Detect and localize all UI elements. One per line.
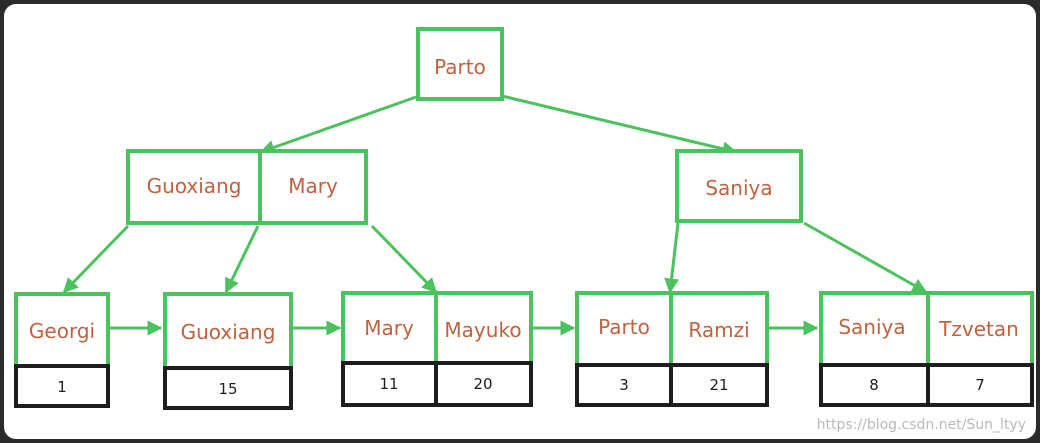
internal-node-right: Saniya — [675, 149, 803, 223]
edge-guoxiang-to-georgi-leaf — [62, 224, 130, 294]
leaf-3-key-2: Mayuko — [444, 318, 521, 342]
leaf-5-value-cell-2 — [926, 363, 1034, 407]
leaf-3-key-cell-2 — [434, 291, 533, 365]
edge-root-to-internal-left — [259, 95, 417, 155]
edge-guoxiang-to-guoxiang-leaf — [224, 225, 260, 294]
leaf-3-value-2: 20 — [473, 375, 492, 393]
internal-left-key-cell-1 — [126, 149, 262, 225]
tree-edges — [62, 94, 928, 336]
leaf-2-key: Guoxiang — [181, 320, 276, 344]
internal-left-key-cell-2 — [258, 149, 368, 225]
leaf-1-key: Georgi — [29, 319, 95, 343]
leaf-2-value-cell — [163, 366, 293, 410]
edge-saniya-to-saniya-leaf — [803, 221, 928, 294]
internal-right-key: Saniya — [705, 176, 772, 200]
leaf-4-key-1: Parto — [598, 315, 650, 339]
diagram-canvas: Parto Guoxiang Mary Saniya Georgi 1 Guox… — [4, 4, 1036, 439]
leaf-5-value-cell-1 — [819, 363, 930, 407]
internal-left-key-2: Mary — [288, 174, 338, 198]
internal-left-key-1: Guoxiang — [147, 174, 242, 198]
leaf-5-key-2: Tzvetan — [938, 317, 1019, 341]
leaf-5-key-cell-1 — [819, 291, 930, 367]
edge-saniya-to-parto-leaf — [664, 222, 680, 294]
leaf-5-key-1: Saniya — [838, 315, 905, 339]
leaf-2-value: 15 — [218, 380, 237, 398]
root-node: Parto — [416, 27, 504, 101]
leaf-2-key-cell — [163, 292, 293, 370]
leaf-4-key-cell-1 — [575, 291, 673, 367]
leaf-node-5: Saniya Tzvetan 8 7 — [819, 291, 1034, 407]
bplus-tree-diagram: Parto Guoxiang Mary Saniya Georgi 1 Guox… — [14, 27, 1034, 410]
leaf-5-value-2: 7 — [975, 376, 985, 394]
leaf-3-value-cell-2 — [434, 361, 533, 407]
watermark: https://blog.csdn.net/Sun_ltyy — [816, 417, 1026, 433]
leaf-4-value-1: 3 — [619, 376, 629, 394]
leaf-node-4: Parto Ramzi 3 21 — [575, 291, 769, 407]
leaf-4-value-cell-2 — [669, 363, 769, 407]
leaf-1-value-cell — [14, 364, 110, 408]
edge-root-to-internal-right — [501, 94, 738, 157]
leaf-4-value-cell-1 — [575, 363, 673, 407]
leaf-node-2: Guoxiang 15 — [163, 292, 293, 410]
leaf-4-key-cell-2 — [669, 291, 769, 367]
leaf-node-3: Mary Mayuko 11 20 — [341, 291, 533, 407]
leaf-3-key-1: Mary — [364, 316, 414, 340]
leaf-4-value-2: 21 — [709, 376, 728, 394]
root-key: Parto — [434, 55, 486, 79]
leaf-3-value-cell-1 — [341, 361, 438, 407]
leaf-1-value: 1 — [57, 378, 67, 396]
root-key-cell — [416, 27, 504, 101]
internal-right-key-cell — [675, 149, 803, 223]
internal-node-left: Guoxiang Mary — [126, 149, 368, 225]
leaf-node-1: Georgi 1 — [14, 292, 110, 408]
leaf-3-key-cell-1 — [341, 291, 438, 365]
leaf-5-value-1: 8 — [869, 376, 879, 394]
edge-mary-to-mary-leaf — [370, 224, 438, 294]
leaf-4-key-2: Ramzi — [688, 318, 749, 342]
leaf-3-value-1: 11 — [379, 375, 398, 393]
